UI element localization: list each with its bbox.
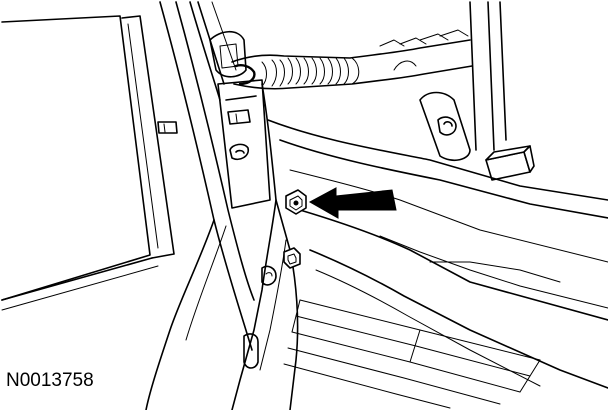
door-panel: [1, 15, 178, 311]
striker-plate: [209, 30, 271, 209]
figure-id-label: N0013758: [6, 370, 94, 391]
floor-ribs: [283, 299, 541, 409]
rear-pillar: [419, 1, 507, 162]
callout-arrow: [308, 187, 397, 219]
wiring-harness: [231, 29, 473, 90]
door-edge: [145, 1, 255, 410]
bolt-lower: [283, 247, 301, 269]
bolt-upper: [285, 189, 307, 215]
bumper-stop: [485, 145, 535, 181]
body-sill: [267, 119, 608, 389]
